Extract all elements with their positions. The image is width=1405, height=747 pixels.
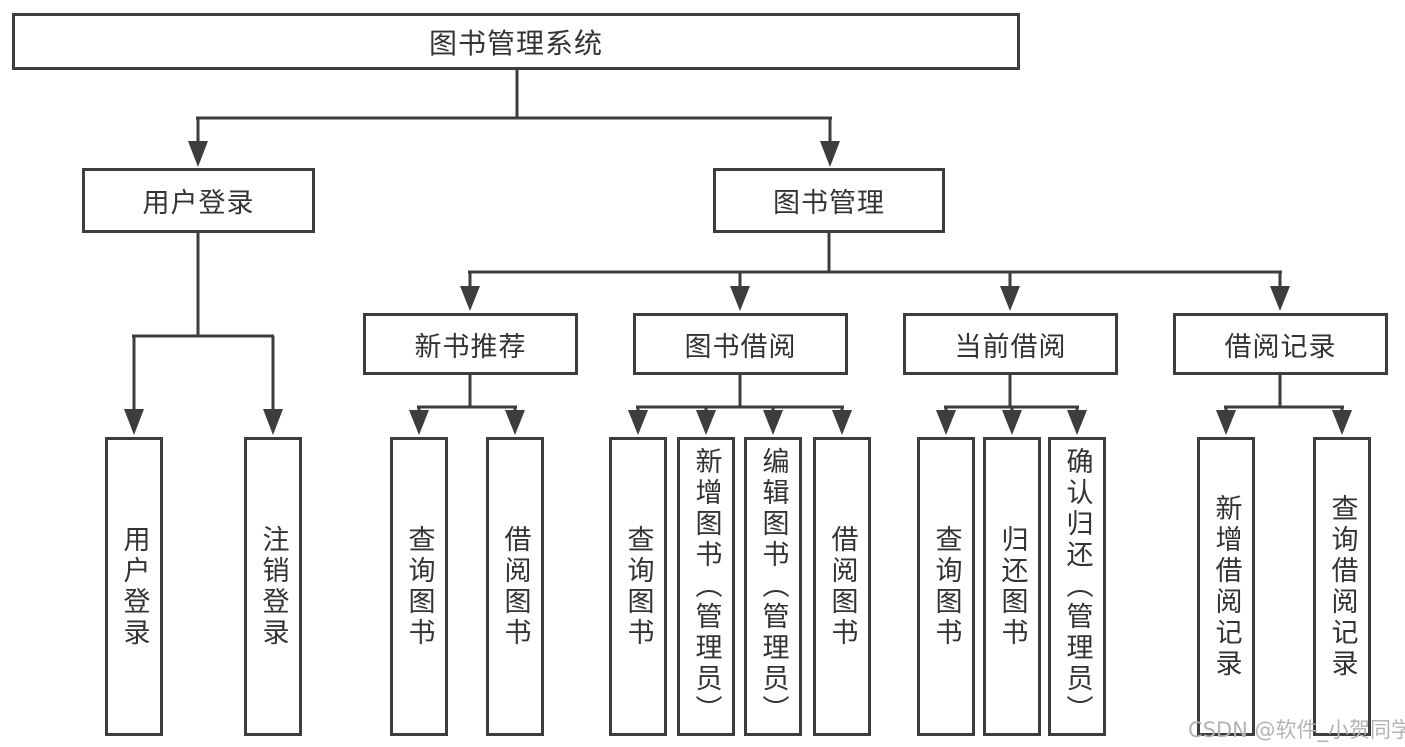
leaf-logout-label: 注销登录	[257, 524, 289, 649]
leaf-borrow-books-label: 借阅图书	[826, 524, 858, 649]
node-root-label: 图书管理系统	[428, 26, 603, 60]
node-book-borrowing: 图书借阅	[633, 313, 848, 375]
node-root-system: 图书管理系统	[12, 13, 1020, 70]
leaf-borrow-books-recommend-label: 借阅图书	[499, 524, 531, 649]
connector-user-login-to-leaves	[124, 233, 283, 435]
leaf-query-books-borrowing: 查询图书	[609, 437, 667, 736]
leaf-query-books-recommend: 查询图书	[390, 437, 448, 736]
node-current-borrowing-label: 当前借阅	[954, 331, 1067, 363]
node-user-login-label: 用户登录	[142, 188, 255, 219]
node-new-book-recommend-label: 新书推荐	[414, 331, 527, 363]
leaf-add-books-admin-label: 新增图书（管理员）	[690, 447, 722, 726]
node-new-book-recommend: 新书推荐	[363, 313, 578, 375]
node-book-management: 图书管理	[713, 168, 945, 233]
node-book-borrowing-label: 图书借阅	[684, 331, 797, 363]
leaf-borrow-books: 借阅图书	[813, 437, 871, 736]
node-user-login: 用户登录	[82, 168, 315, 233]
leaf-user-login-label: 用户登录	[118, 524, 150, 649]
leaf-add-books-admin: 新增图书（管理员）	[677, 437, 735, 736]
connector-current-borrowing-to-leaves	[936, 375, 1087, 435]
connector-new-book-recommend-to-leaves	[409, 375, 525, 435]
leaf-query-books-recommend-label: 查询图书	[403, 524, 435, 649]
node-book-management-label: 图书管理	[773, 188, 885, 219]
leaf-confirm-return-admin-label: 确认归还（管理员）	[1061, 447, 1093, 726]
connector-borrowing-records-to-leaves	[1216, 375, 1352, 435]
node-borrowing-records-label: 借阅记录	[1224, 331, 1337, 363]
node-borrowing-records: 借阅记录	[1173, 313, 1388, 375]
csdn-watermark: CSDN @软件_小贺同学	[1188, 718, 1405, 742]
node-current-borrowing: 当前借阅	[903, 313, 1118, 375]
leaf-query-books-current: 查询图书	[917, 437, 975, 736]
leaf-query-books-borrowing-label: 查询图书	[622, 524, 654, 649]
connector-book-borrowing-to-leaves	[628, 375, 852, 435]
leaf-return-books-label: 归还图书	[996, 524, 1028, 649]
leaf-logout: 注销登录	[244, 437, 302, 736]
leaf-borrow-books-recommend: 借阅图书	[486, 437, 544, 736]
connector-book-management-to-level3	[460, 233, 1290, 311]
leaf-return-books: 归还图书	[983, 437, 1041, 736]
leaf-add-borrow-record: 新增借阅记录	[1197, 437, 1255, 736]
leaf-user-login: 用户登录	[105, 437, 163, 736]
leaf-query-borrow-record: 查询借阅记录	[1313, 437, 1371, 736]
leaf-query-borrow-record-label: 查询借阅记录	[1326, 493, 1358, 680]
leaf-confirm-return-admin: 确认归还（管理员）	[1048, 437, 1106, 736]
leaf-query-books-current-label: 查询图书	[930, 524, 962, 649]
connector-root-to-level2	[188, 70, 840, 167]
leaf-edit-books-admin-label: 编辑图书（管理员）	[757, 447, 789, 726]
leaf-edit-books-admin: 编辑图书（管理员）	[744, 437, 802, 736]
leaf-add-borrow-record-label: 新增借阅记录	[1210, 493, 1242, 680]
